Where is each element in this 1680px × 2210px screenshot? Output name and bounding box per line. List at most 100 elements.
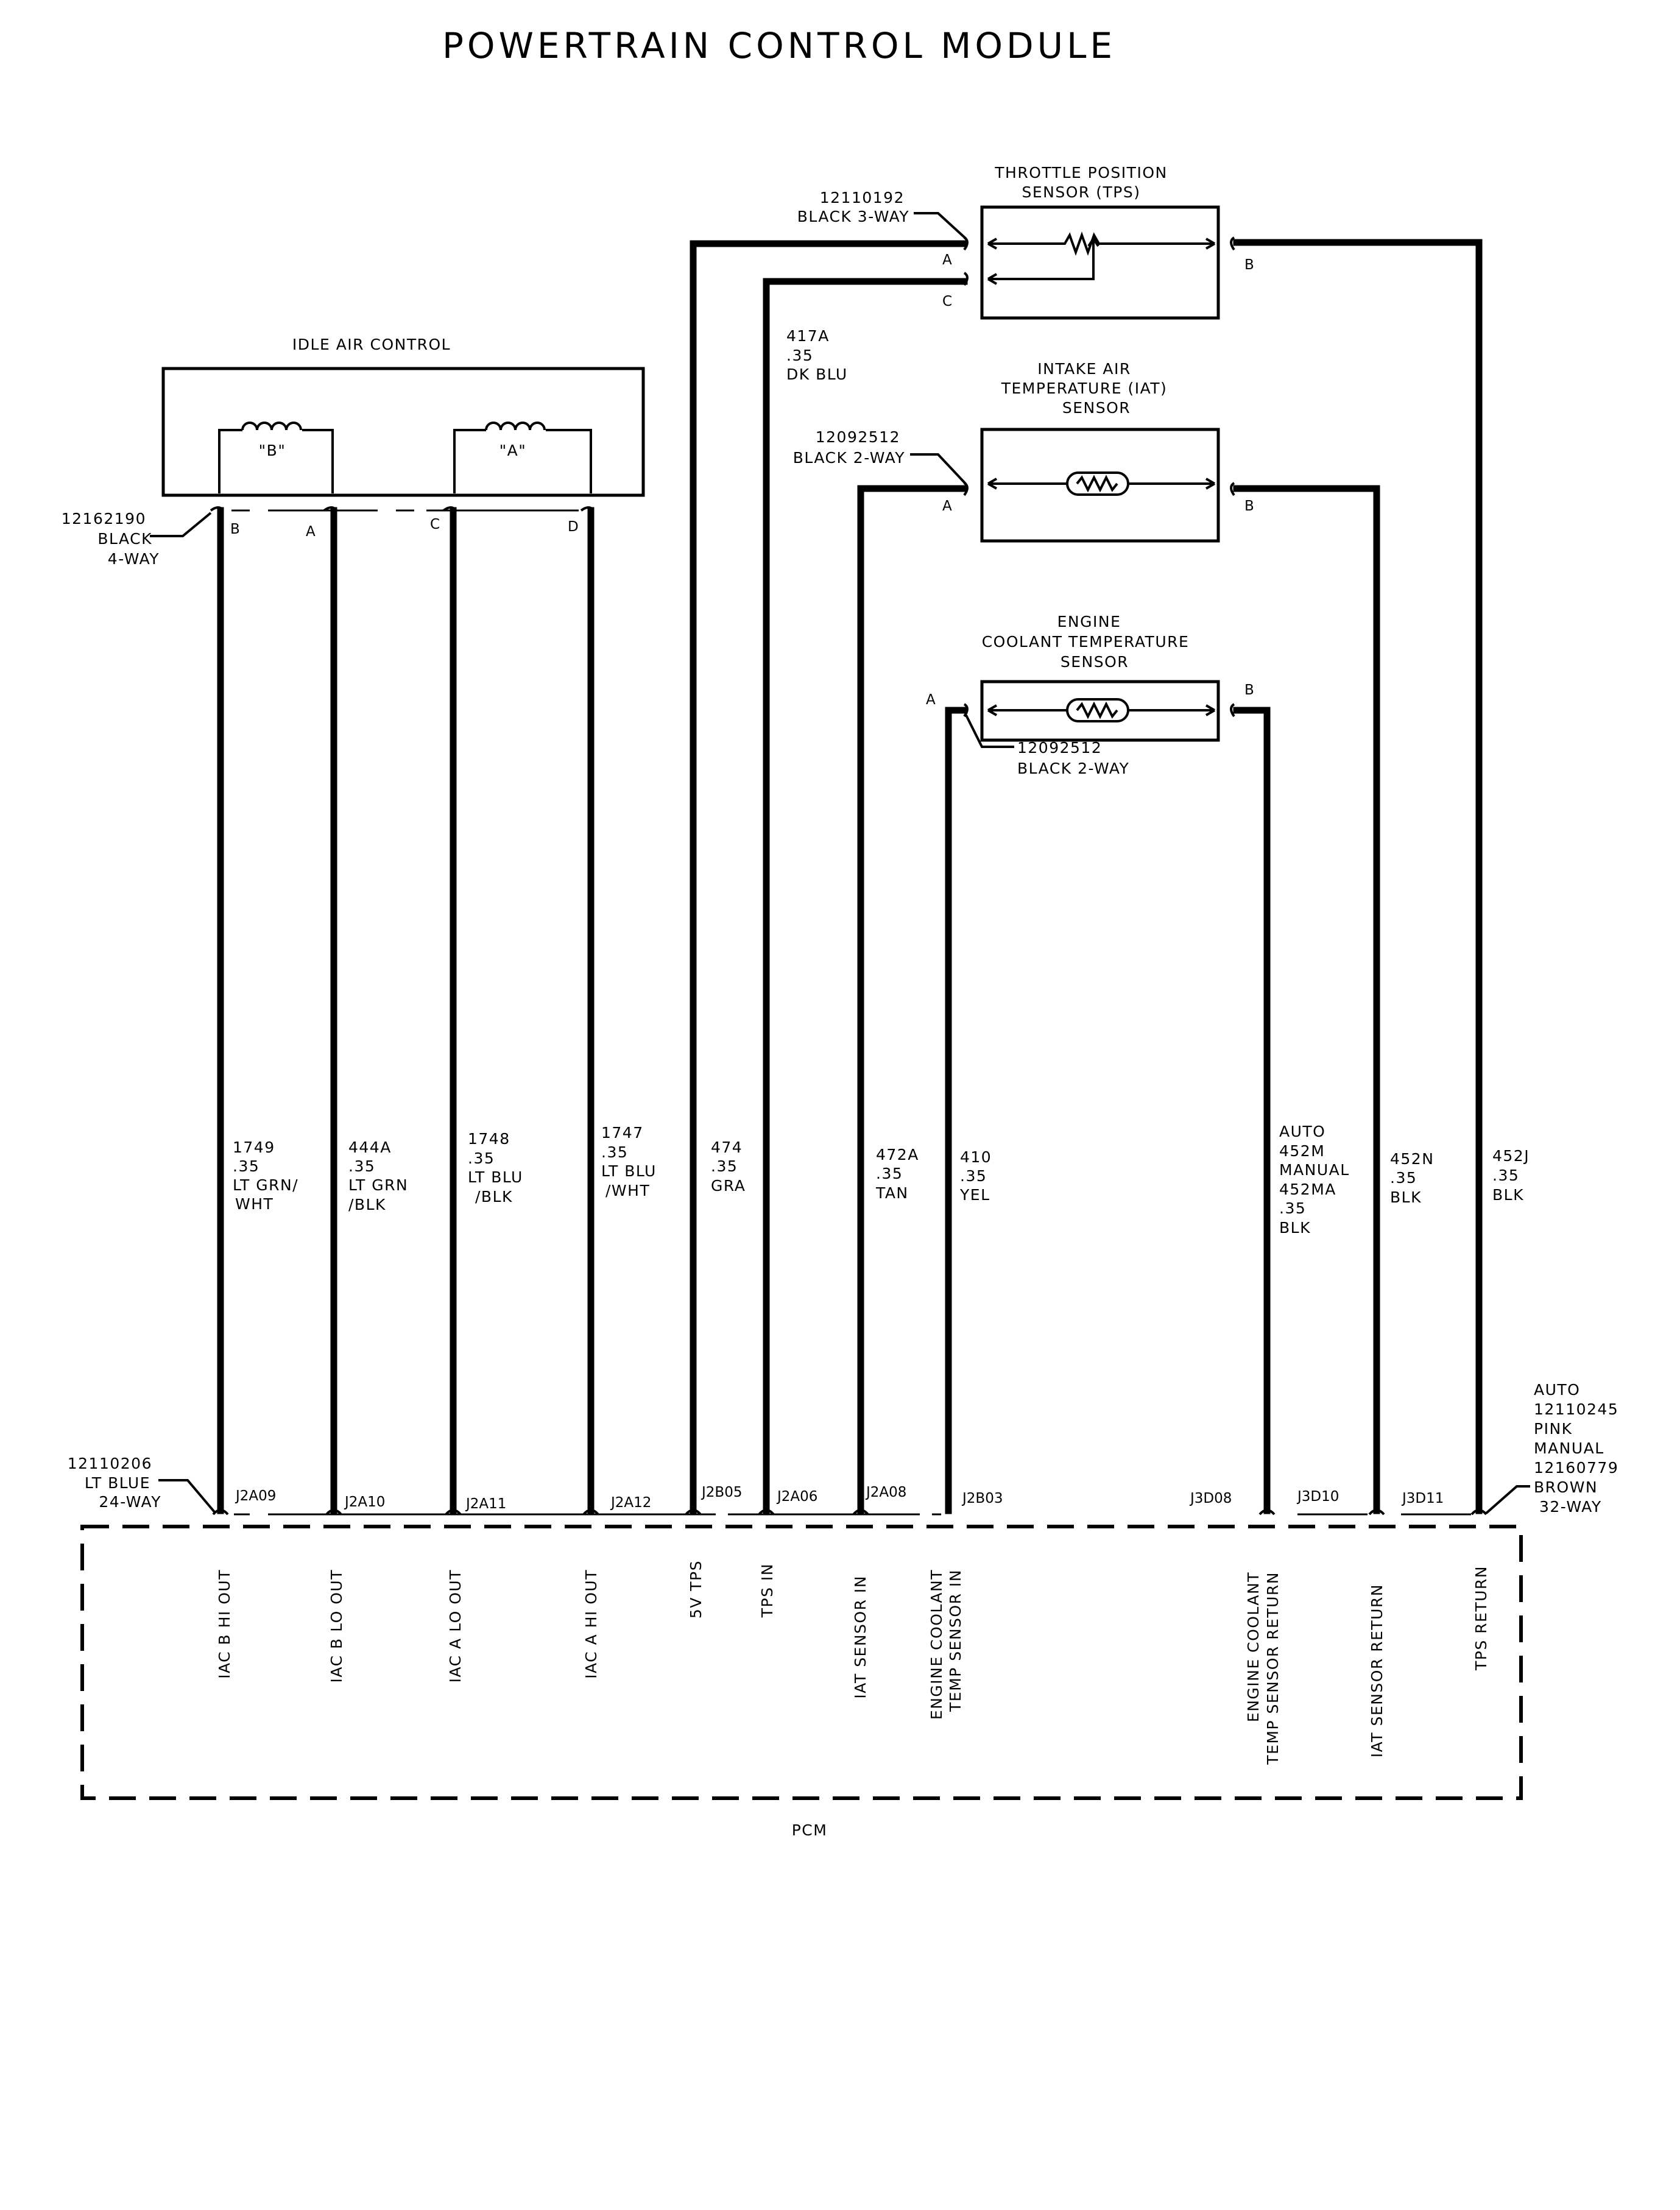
iac-pin-d: D <box>568 519 579 535</box>
function-tps-return: TPS RETURN <box>1472 1566 1490 1671</box>
coil-b-label: "B" <box>259 442 286 459</box>
throttle-position-sensor: THROTTLE POSITION SENSOR (TPS) A C B 121… <box>797 164 1254 320</box>
pcm-module: PCM IAC B HI OUT IAC B LO OUT IAC A LO O… <box>80 1525 1523 1839</box>
pcm-pin-j3d08: J3D08 <box>1189 1491 1232 1506</box>
wire-label-1749: 1749 .35 LT GRN/ WHT <box>233 1139 298 1213</box>
j3-connector-line1: AUTO <box>1534 1381 1580 1399</box>
function-ect-in-line1: ENGINE COOLANT <box>928 1569 945 1720</box>
iat-housing <box>980 428 1220 543</box>
function-iac-b-lo-out: IAC B LO OUT <box>328 1569 345 1682</box>
iat-label-line3: SENSOR <box>1062 399 1131 417</box>
svg-text:452J: 452J <box>1492 1147 1530 1165</box>
iac-connector-color: BLACK <box>97 530 152 548</box>
pcm-pin-j2a08: J2A08 <box>865 1485 906 1500</box>
iac-pin-b: B <box>230 521 240 537</box>
svg-text:.35: .35 <box>601 1143 628 1161</box>
wire-472a <box>857 485 968 1514</box>
function-ect-return-line1: ENGINE COOLANT <box>1244 1572 1262 1722</box>
svg-text:.35: .35 <box>1279 1199 1306 1217</box>
j3-connector-leader <box>1485 1485 1530 1514</box>
iac-connector-ways: 4-WAY <box>108 550 160 568</box>
diagram-title: POWERTRAIN CONTROL MODULE <box>442 25 1116 66</box>
iac-coil-b: "B" <box>218 422 334 493</box>
iat-label-line2: TEMPERATURE (IAT) <box>1001 380 1168 397</box>
iat-connector-part: 12092512 <box>816 428 900 446</box>
wire-label-452n: 452N .35 BLK <box>1390 1150 1433 1206</box>
function-iat-sensor-in: IAT SENSOR IN <box>852 1575 869 1699</box>
iat-connector-leader <box>910 453 967 485</box>
ect-connector-type: BLACK 2-WAY <box>1017 760 1129 777</box>
pcm-pin-j2a10: J2A10 <box>344 1494 385 1510</box>
iac-label: IDLE AIR CONTROL <box>292 336 451 353</box>
wire-label-452j: 452J .35 BLK <box>1492 1147 1530 1204</box>
pcm-pin-j3d11: J3D11 <box>1401 1491 1444 1506</box>
tps-resistor-icon <box>988 231 1215 256</box>
svg-text:MANUAL: MANUAL <box>1279 1161 1350 1179</box>
iac-pin-a: A <box>306 524 316 540</box>
svg-text:/BLK: /BLK <box>475 1188 513 1206</box>
ect-pin-b: B <box>1244 682 1254 698</box>
function-ect-in-line2: TEMP SENSOR IN <box>947 1569 964 1712</box>
coil-b-icon <box>241 422 302 431</box>
pcm-pin-j2b05: J2B05 <box>701 1485 742 1500</box>
wire-label-1747: 1747 .35 LT BLU /WHT <box>601 1124 657 1199</box>
iat-label-line1: INTAKE AIR <box>1037 360 1131 378</box>
j2-connector-ways: 24-WAY <box>99 1493 161 1511</box>
svg-text:452MA: 452MA <box>1279 1181 1336 1198</box>
j3-connector-line4: MANUAL <box>1534 1439 1604 1457</box>
iac-pin-c: C <box>430 517 440 532</box>
j2-connector-leader <box>158 1479 216 1513</box>
svg-text:LT BLU: LT BLU <box>601 1162 657 1180</box>
svg-text:472A: 472A <box>876 1146 919 1163</box>
ect-label-line3: SENSOR <box>1061 653 1129 671</box>
wire-410 <box>945 707 968 1514</box>
iac-coil-a: "A" <box>453 422 592 493</box>
svg-text:/BLK: /BLK <box>348 1196 386 1213</box>
wire-label-444a: 444A .35 LT GRN /BLK <box>348 1139 408 1213</box>
svg-text:WHT: WHT <box>235 1195 274 1213</box>
wire-label-1748: 1748 .35 LT BLU /BLK <box>468 1130 522 1206</box>
j3-connector-line7: 32-WAY <box>1539 1498 1602 1516</box>
svg-text:1747: 1747 <box>601 1124 644 1142</box>
svg-text:1748: 1748 <box>468 1130 510 1148</box>
svg-text:444A: 444A <box>348 1139 392 1156</box>
wire-labels: 1749 .35 LT GRN/ WHT 444A .35 LT GRN /BL… <box>233 327 1530 1237</box>
iat-thermistor-icon <box>1066 471 1129 496</box>
pcm-pin-j2a12: J2A12 <box>610 1495 651 1511</box>
ect-connector-part: 12092512 <box>1017 739 1102 757</box>
j2-connector-part: 12110206 <box>68 1455 152 1472</box>
svg-text:.35: .35 <box>786 347 813 364</box>
function-iac-a-lo-out: IAC A LO OUT <box>446 1569 464 1682</box>
iac-housing <box>161 367 645 497</box>
wire-label-472a: 472A .35 TAN <box>875 1146 919 1202</box>
svg-text:417A: 417A <box>786 327 830 345</box>
iac-connector-part: 12162190 <box>62 510 146 528</box>
wires <box>217 239 1483 1514</box>
pcm-label: PCM <box>792 1821 828 1839</box>
svg-text:BLK: BLK <box>1492 1186 1524 1204</box>
tps-housing <box>980 205 1220 320</box>
pcm-pin-j2a06: J2A06 <box>776 1489 817 1505</box>
tps-pin-c: C <box>942 294 952 309</box>
ect-label-line2: COOLANT TEMPERATURE <box>982 633 1190 651</box>
iat-connector-type: BLACK 2-WAY <box>793 449 905 467</box>
pcm-pin-hooks <box>212 1509 1488 1516</box>
wire-label-417a: 417A .35 DK BLU <box>786 327 848 383</box>
tps-connector-part: 12110192 <box>820 189 905 207</box>
svg-text:.35: .35 <box>960 1167 987 1185</box>
svg-text:.35: .35 <box>233 1157 259 1175</box>
ect-housing <box>980 680 1220 742</box>
function-5v-tps: 5V TPS <box>687 1560 705 1619</box>
svg-text:.35: .35 <box>468 1149 495 1167</box>
function-iac-b-hi-out: IAC B HI OUT <box>216 1569 233 1679</box>
svg-text:DK BLU: DK BLU <box>786 365 848 383</box>
svg-text:474: 474 <box>711 1139 743 1156</box>
wire-452m <box>1233 707 1271 1514</box>
tps-connector-type: BLACK 3-WAY <box>797 208 909 225</box>
pcm-pin-j2b03: J2B03 <box>961 1491 1003 1506</box>
tps-pin-b: B <box>1244 257 1254 273</box>
iat-pin-a: A <box>942 498 952 514</box>
svg-text:.35: .35 <box>1390 1169 1417 1187</box>
wire-label-452m: AUTO 452M MANUAL 452MA .35 BLK <box>1279 1123 1350 1237</box>
